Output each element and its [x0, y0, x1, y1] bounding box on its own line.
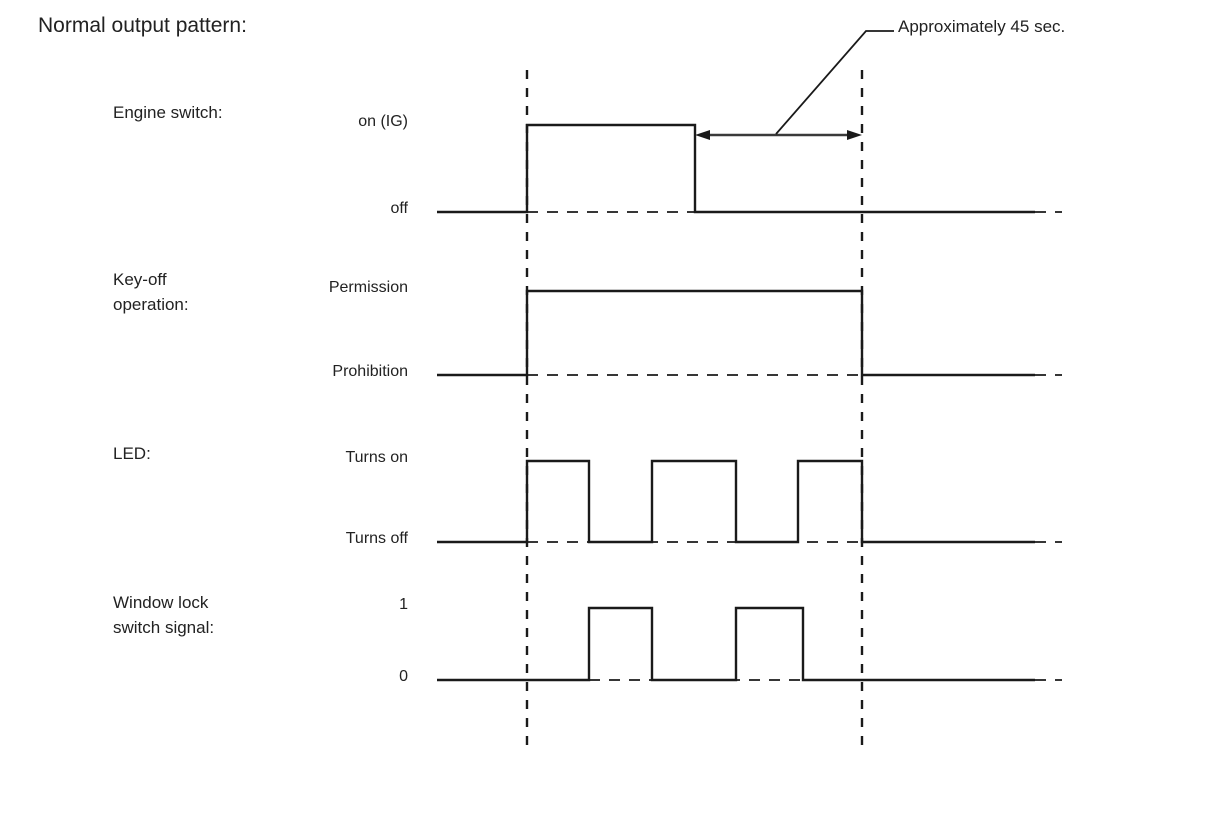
waveform-led — [437, 459, 1035, 544]
waveform-key-off-operation — [437, 289, 1035, 377]
annotation-approximately-45-sec: Approximately 45 sec. — [898, 17, 1066, 36]
annotation-leader-line — [775, 30, 894, 135]
row-label-engine-switch: Engine switch: — [113, 103, 223, 122]
row-label-window-lock-switch-signal: Window lock switch signal: — [113, 593, 215, 637]
page-title: Normal output pattern: — [38, 14, 247, 37]
level-label-window-lock-high: 1 — [399, 596, 408, 613]
row-label-led: LED: — [113, 444, 151, 463]
level-label-led-high: Turns on — [345, 449, 408, 466]
waveform-engine-switch — [437, 123, 1035, 214]
level-label-engine-switch-high: on (IG) — [358, 113, 408, 130]
level-label-led-low: Turns off — [345, 530, 408, 547]
level-label-engine-switch-low: off — [390, 200, 409, 217]
level-label-key-off-low: Prohibition — [332, 363, 408, 380]
row-label-key-off-operation: Key-off operation: — [113, 270, 189, 314]
level-label-key-off-high: Permission — [328, 279, 408, 296]
measure-arrowhead-left — [695, 130, 710, 140]
level-label-window-lock-low: 0 — [399, 668, 408, 685]
measure-arrowhead-right — [847, 130, 862, 140]
